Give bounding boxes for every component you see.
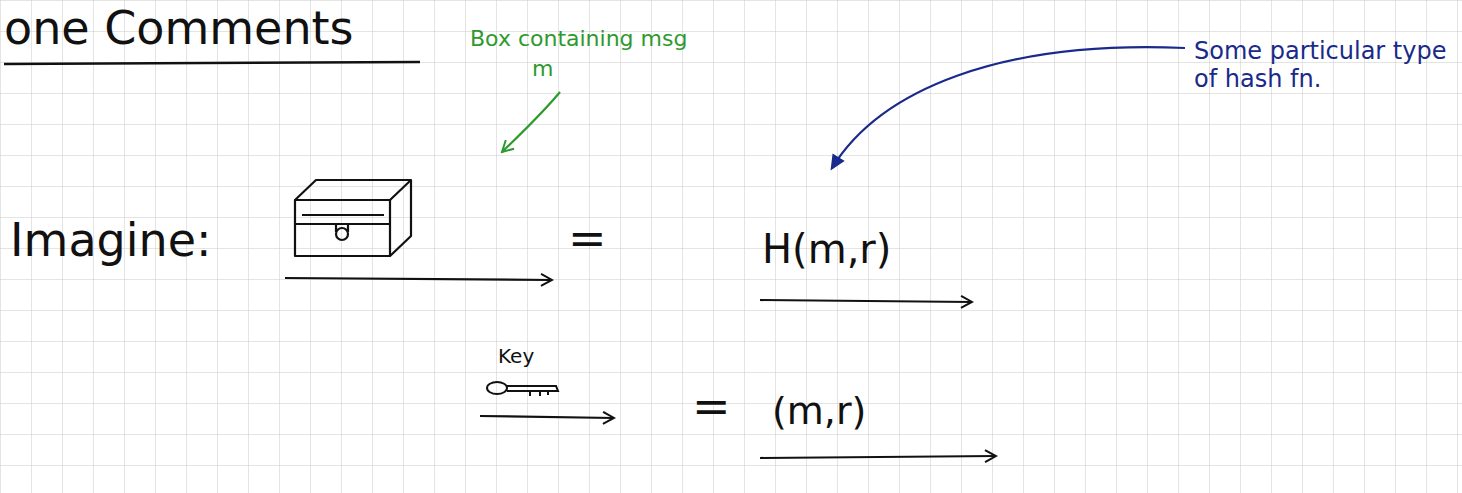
hash-expression: H(m,r)	[762, 226, 891, 272]
blue-leader	[832, 47, 1185, 168]
locked-box-drawing	[295, 180, 411, 256]
key-arrow	[480, 416, 614, 418]
equals-sign: =	[692, 380, 731, 433]
opening-arrow	[760, 456, 996, 458]
green-note: Box containing msg	[470, 26, 687, 51]
green-leader	[502, 92, 560, 152]
green-note: m	[532, 56, 553, 81]
key-drawing	[487, 382, 558, 396]
key-label: Key	[498, 345, 534, 368]
page-title: one Comments	[4, 2, 354, 55]
box-arrow	[285, 278, 552, 280]
title-underline	[4, 62, 420, 64]
blue-note: Some particular type of hash fn.	[1194, 38, 1456, 93]
opening-pair: (m,r)	[772, 390, 866, 434]
hash-arrow	[760, 300, 972, 302]
equals-sign: =	[568, 212, 607, 265]
imagine-word: Imagine:	[10, 214, 212, 267]
